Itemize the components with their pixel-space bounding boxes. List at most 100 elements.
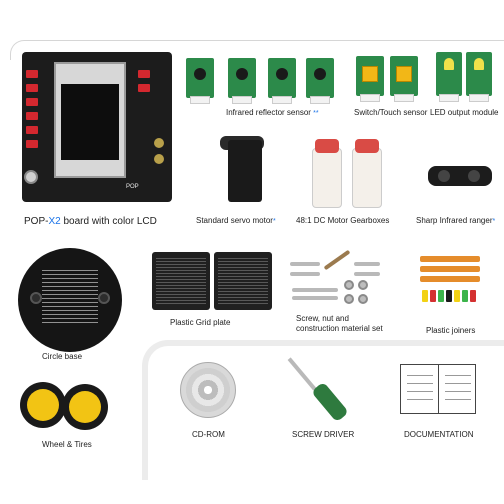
sensor-icon — [276, 68, 288, 80]
grid-plate-label: Plastic Grid plate — [170, 318, 231, 327]
book-spine — [438, 365, 439, 413]
sensor-icon — [194, 68, 206, 80]
ir-sensor — [268, 58, 296, 104]
led-module-label: LED output module — [430, 108, 499, 117]
ir-sensor — [306, 58, 334, 104]
switch-sensor — [356, 56, 384, 102]
gear-icon — [315, 139, 339, 153]
document-icon — [400, 364, 476, 414]
text-line — [445, 391, 471, 392]
header — [394, 94, 414, 102]
dc-motor-label: 48:1 DC Motor Gearboxes — [296, 216, 390, 225]
led-icon — [474, 58, 484, 70]
nut — [344, 280, 354, 290]
text-line — [445, 375, 471, 376]
joiner — [430, 290, 436, 302]
top-frame-line — [10, 40, 504, 60]
text-line — [445, 383, 471, 384]
connector — [26, 126, 38, 134]
joiner — [454, 290, 460, 302]
circle-base — [18, 248, 122, 352]
sensor-icon — [236, 68, 248, 80]
rim — [27, 389, 59, 421]
grid-pattern — [42, 270, 98, 326]
joiner — [470, 290, 476, 302]
text-line — [407, 391, 433, 392]
nut — [358, 294, 368, 304]
screw — [290, 272, 320, 276]
dc-motor — [312, 139, 342, 208]
board-label: POP-X2 board with color LCD — [24, 216, 157, 227]
capacitor — [154, 154, 164, 164]
screw-set-label-1: Screw, nut and — [296, 314, 349, 323]
header — [439, 94, 459, 102]
caster-icon — [30, 292, 42, 304]
color-lcd — [54, 62, 126, 178]
board-silkscreen: POP — [126, 184, 139, 190]
dc-motor — [352, 139, 382, 208]
switch-sensor — [390, 56, 418, 102]
spacer — [323, 249, 351, 271]
sensor-icon — [438, 170, 450, 182]
pop-x2-board: POP — [22, 52, 172, 202]
header — [360, 94, 380, 102]
rim — [69, 391, 101, 423]
connector — [138, 84, 150, 92]
text-line — [445, 399, 471, 400]
connector — [26, 140, 38, 148]
screw — [292, 288, 338, 292]
ir-sensor-label: Infrared reflector sensor ** — [226, 108, 319, 117]
screw — [354, 272, 380, 276]
led-module — [436, 52, 462, 102]
screw-driver-label: SCREW DRIVER — [292, 430, 355, 439]
joiner-strip — [420, 276, 480, 282]
header — [272, 96, 292, 104]
ir-sensor — [186, 58, 214, 104]
knob — [24, 170, 38, 184]
sharp-sensor — [428, 166, 492, 186]
switch-sensor-label: Switch/Touch sensor — [354, 108, 428, 117]
grid-holes — [156, 256, 206, 306]
screw-set-label-2: construction material set — [296, 324, 383, 333]
screw — [354, 262, 380, 266]
joiner — [462, 290, 468, 302]
led-module — [466, 52, 492, 102]
joiner — [446, 290, 452, 302]
connector — [26, 112, 38, 120]
grid-plate — [152, 252, 210, 310]
caster-icon — [98, 292, 110, 304]
sensor-icon — [314, 68, 326, 80]
header — [469, 94, 489, 102]
connector — [26, 84, 38, 92]
joiner — [438, 290, 444, 302]
joiners-label: Plastic joiners — [426, 326, 476, 335]
lcd-screen — [61, 84, 119, 160]
screw — [292, 296, 338, 300]
circle-base-label: Circle base — [42, 352, 83, 361]
text-line — [407, 375, 433, 376]
sensor-icon — [468, 170, 480, 182]
wheel-tires-label: Wheel & Tires — [42, 440, 92, 449]
servo-label: Standard servo motor* — [196, 216, 276, 225]
joiner — [422, 290, 428, 302]
grid-plate — [214, 252, 272, 310]
servo-motor — [228, 140, 262, 202]
header — [310, 96, 330, 104]
cd-rom-label: CD-ROM — [192, 430, 225, 439]
nut — [358, 280, 368, 290]
button-icon — [396, 66, 412, 82]
documentation-label: DOCUMENTATION — [404, 430, 474, 439]
gear-icon — [355, 139, 379, 153]
ir-sensor — [228, 58, 256, 104]
sharp-label: Sharp Infrared ranger* — [416, 216, 496, 225]
screw — [290, 262, 320, 266]
wheel — [20, 382, 66, 428]
wheel — [62, 384, 108, 430]
joiner-strip — [420, 266, 480, 272]
led-icon — [444, 58, 454, 70]
joiner-strip — [420, 256, 480, 262]
text-line — [407, 383, 433, 384]
header — [232, 96, 252, 104]
button-icon — [362, 66, 378, 82]
